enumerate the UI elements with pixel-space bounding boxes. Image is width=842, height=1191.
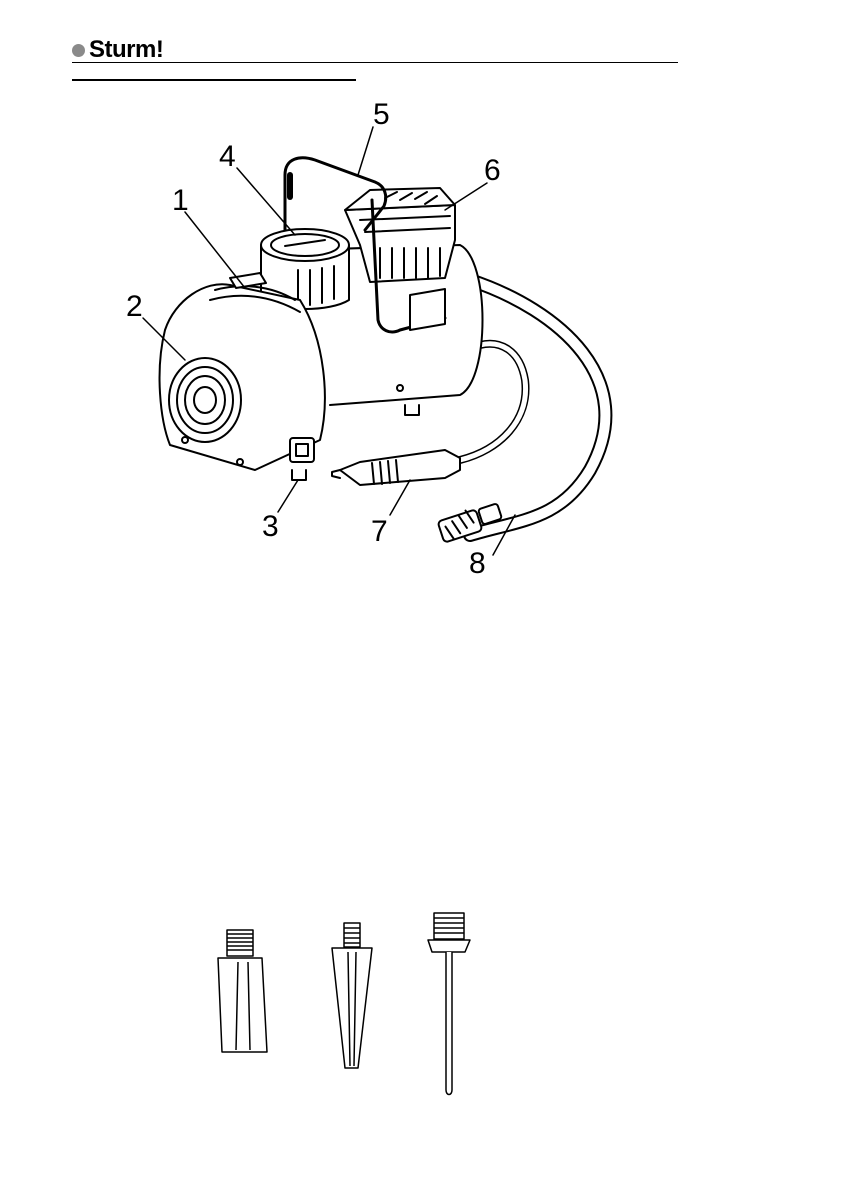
callout-5: 5 [373, 100, 390, 130]
callout-7: 7 [371, 517, 388, 547]
callout-2: 2 [126, 292, 143, 322]
callout-8: 8 [469, 549, 486, 579]
callout-6: 6 [484, 156, 501, 186]
needle-adapters [218, 913, 470, 1095]
callout-1: 1 [172, 186, 189, 216]
callout-3: 3 [262, 512, 279, 542]
callout-4: 4 [219, 142, 236, 172]
